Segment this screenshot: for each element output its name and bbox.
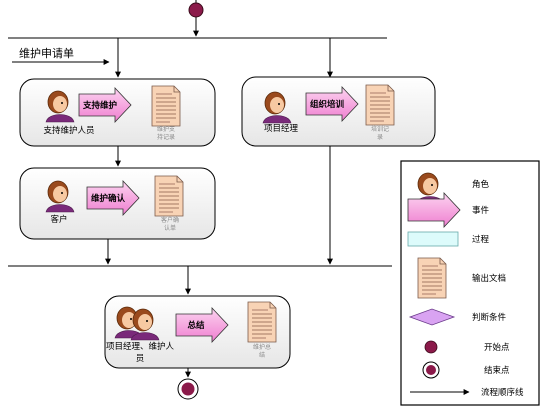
support-doc-label-2: 持记录	[157, 133, 175, 141]
summary-event-label: 总结	[187, 320, 205, 331]
summary-actors-label-1: 项目经理、维护人	[106, 341, 175, 352]
input-label: 维护申请单	[19, 46, 74, 60]
legend: 角色 事件 过程 输出文档 判断条件 开始点 结束点 流程顺序线	[400, 160, 540, 406]
support-event-label: 支持维护	[82, 100, 118, 111]
start-node	[188, 0, 204, 18]
flow-lines	[8, 17, 392, 378]
confirmation-event-label: 维护确认	[91, 193, 126, 204]
summary-doc-label-2: 结	[259, 351, 265, 359]
legend-start-label: 开始点	[484, 342, 510, 353]
legend-condition-icon	[408, 308, 456, 326]
confirmation-doc-icon	[154, 175, 184, 217]
support-doc-label-1: 维护支	[157, 125, 175, 133]
summary-doc-icon	[247, 301, 277, 343]
legend-process-label: 过程	[472, 234, 490, 245]
legend-end-icon	[422, 361, 440, 379]
training-doc-label-2: 录	[377, 133, 383, 141]
legend-flow-label: 流程顺序线	[481, 387, 524, 398]
legend-role-label: 角色	[472, 179, 490, 190]
training-doc-label-1: 培训记	[371, 125, 389, 133]
project-manager-label: 项目经理	[264, 123, 299, 134]
training-doc-icon	[365, 84, 395, 126]
customer-confirmation-process: 客户 维护确认 客户确 认单	[19, 167, 216, 240]
legend-start-icon	[424, 340, 438, 354]
customer-label: 客户	[50, 214, 67, 225]
training-process: 项目经理 组织培训 培训记 录	[241, 76, 436, 147]
summary-doc-label-1: 维护总	[253, 343, 271, 351]
support-doc-icon	[151, 85, 181, 127]
legend-condition-label: 判断条件	[472, 312, 507, 323]
summary-process: 项目经理、维护人 员 总结 维护总 结	[104, 295, 291, 369]
training-event-label: 组织培训	[310, 99, 345, 110]
confirmation-doc-label-2: 认单	[164, 224, 176, 232]
legend-event-label: 事件	[472, 205, 490, 216]
legend-output-label: 输出文档	[472, 273, 506, 284]
summary-actors-label-2: 员	[136, 354, 145, 364]
end-node	[177, 378, 199, 400]
confirmation-doc-label-1: 客户确	[161, 216, 179, 224]
legend-process-icon	[407, 231, 459, 247]
legend-output-icon	[417, 257, 447, 299]
support-maintenance-process: 支持维护人员 支持维护 维护支 持记录	[19, 78, 216, 147]
support-staff-label: 支持维护人员	[43, 125, 94, 136]
legend-end-label: 结束点	[484, 365, 510, 376]
